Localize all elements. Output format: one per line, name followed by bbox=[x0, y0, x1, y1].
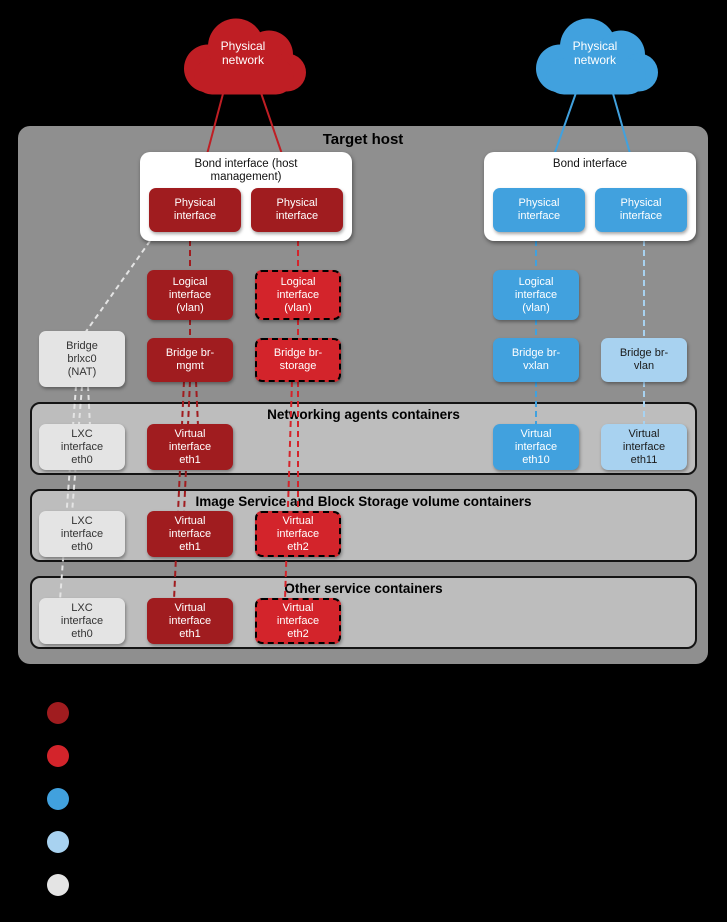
section-title: Image Service and Block Storage volume c… bbox=[195, 494, 532, 509]
logical-interface-vlan-mgmt: Logical interface (vlan) bbox=[147, 270, 233, 320]
lxc-interface-eth0: LXC interface eth0 bbox=[39, 511, 125, 557]
bridge-brlxc0-nat: Bridge brlxc0 (NAT) bbox=[39, 331, 125, 387]
bridge-br-storage: Bridge br-storage bbox=[255, 338, 341, 382]
cloud-icon bbox=[536, 18, 658, 95]
cloud-label: Physical network bbox=[220, 39, 266, 67]
section-title: Networking agents containers bbox=[267, 407, 460, 422]
cloud-label: Physical network bbox=[572, 39, 618, 67]
virtual-interface-eth11: Virtual interface eth11 bbox=[601, 424, 687, 470]
target-host-title: Target host bbox=[322, 131, 404, 148]
legend-swatch-dark-red bbox=[47, 702, 69, 724]
physical-network-left: Physical network bbox=[168, 10, 318, 106]
legend-swatch-gray bbox=[47, 874, 69, 896]
bond-interface-overlay: Bond interface Physical interface Physic… bbox=[484, 152, 696, 241]
logical-interface-vlan-storage: Logical interface (vlan) bbox=[255, 270, 341, 320]
bond-interface-host-management: Bond interface (host management) Physica… bbox=[140, 152, 352, 241]
physical-interface-box: Physical interface bbox=[149, 188, 241, 232]
section-image-block-storage: Image Service and Block Storage volume c… bbox=[30, 489, 697, 562]
virtual-interface-eth1: Virtual interface eth1 bbox=[147, 424, 233, 470]
physical-interface-box: Physical interface bbox=[595, 188, 687, 232]
virtual-interface-eth10: Virtual interface eth10 bbox=[493, 424, 579, 470]
virtual-interface-eth2: Virtual interface eth2 bbox=[255, 598, 341, 644]
section-other-services: Other service containers bbox=[30, 576, 697, 649]
lxc-interface-eth0: LXC interface eth0 bbox=[39, 424, 125, 470]
legend-swatch-blue bbox=[47, 788, 69, 810]
virtual-interface-eth1: Virtual interface eth1 bbox=[147, 511, 233, 557]
legend-swatch-red bbox=[47, 745, 69, 767]
section-networking-agents: Networking agents containers bbox=[30, 402, 697, 475]
section-title: Other service containers bbox=[284, 581, 443, 596]
bridge-br-vxlan: Bridge br-vxlan bbox=[493, 338, 579, 382]
physical-interface-box: Physical interface bbox=[493, 188, 585, 232]
physical-interface-box: Physical interface bbox=[251, 188, 343, 232]
bond-label: Bond interface bbox=[552, 158, 628, 170]
physical-network-right: Physical network bbox=[520, 10, 670, 106]
bond-label: Bond interface (host management) bbox=[194, 158, 298, 183]
virtual-interface-eth1: Virtual interface eth1 bbox=[147, 598, 233, 644]
virtual-interface-eth2: Virtual interface eth2 bbox=[255, 511, 341, 557]
legend-swatch-light-blue bbox=[47, 831, 69, 853]
cloud-icon bbox=[184, 18, 306, 95]
lxc-interface-eth0: LXC interface eth0 bbox=[39, 598, 125, 644]
bridge-br-mgmt: Bridge br-mgmt bbox=[147, 338, 233, 382]
logical-interface-vlan-vxlan: Logical interface (vlan) bbox=[493, 270, 579, 320]
bridge-br-vlan: Bridge br-vlan bbox=[601, 338, 687, 382]
